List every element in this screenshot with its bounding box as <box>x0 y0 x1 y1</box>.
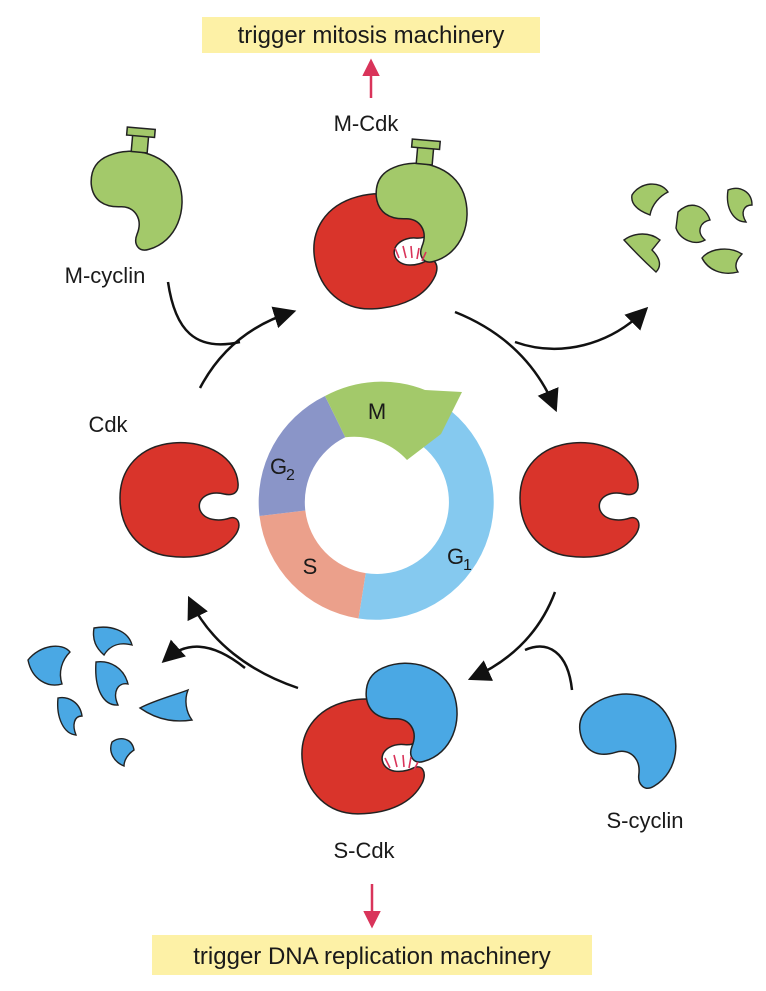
s-cyclin-label: S-cyclin <box>606 808 683 833</box>
cell-cycle-ring: M G 1 G 2 S <box>258 381 494 620</box>
s-cdk-complex: S-Cdk <box>294 659 463 863</box>
phase-g1-label: G 1 <box>447 544 472 574</box>
m-cdk-complex: M-Cdk <box>304 111 473 320</box>
phase-g2-segment <box>258 396 346 516</box>
bottom-trigger-text: trigger DNA replication machinery <box>193 943 550 970</box>
bottom-trigger-banner: trigger DNA replication machinery <box>152 935 592 975</box>
cdk-label: Cdk <box>88 412 128 437</box>
m-cdk-label: M-Cdk <box>334 111 400 136</box>
m-cyclin-label: M-cyclin <box>65 263 146 288</box>
m-cdk-activation-marks <box>394 245 427 262</box>
free-cdk-left: Cdk <box>88 412 240 558</box>
phase-g2-label: G 2 <box>270 454 295 484</box>
degraded-s-cyclin-fragments <box>27 626 194 768</box>
s-cdk-label: S-Cdk <box>333 838 395 863</box>
top-trigger-banner: trigger mitosis machinery <box>202 17 540 53</box>
svg-text:G: G <box>447 544 464 569</box>
s-cdk-activation-marks <box>384 754 419 771</box>
degraded-m-cyclin-fragments <box>622 183 753 274</box>
phase-g1-segment <box>358 405 494 620</box>
free-cdk-right <box>519 441 640 558</box>
free-s-cyclin: S-cyclin <box>574 685 684 833</box>
phase-s-label: S <box>303 554 318 579</box>
outer-cycle-arrows <box>161 281 649 691</box>
phase-m-segment <box>325 381 462 460</box>
svg-text:1: 1 <box>463 557 472 574</box>
phase-s-segment <box>259 510 366 619</box>
svg-text:2: 2 <box>286 467 295 484</box>
svg-text:G: G <box>270 454 287 479</box>
phase-m-label: M <box>368 399 386 424</box>
free-m-cyclin: M-cyclin <box>65 126 188 288</box>
top-trigger-text: trigger mitosis machinery <box>238 22 505 49</box>
